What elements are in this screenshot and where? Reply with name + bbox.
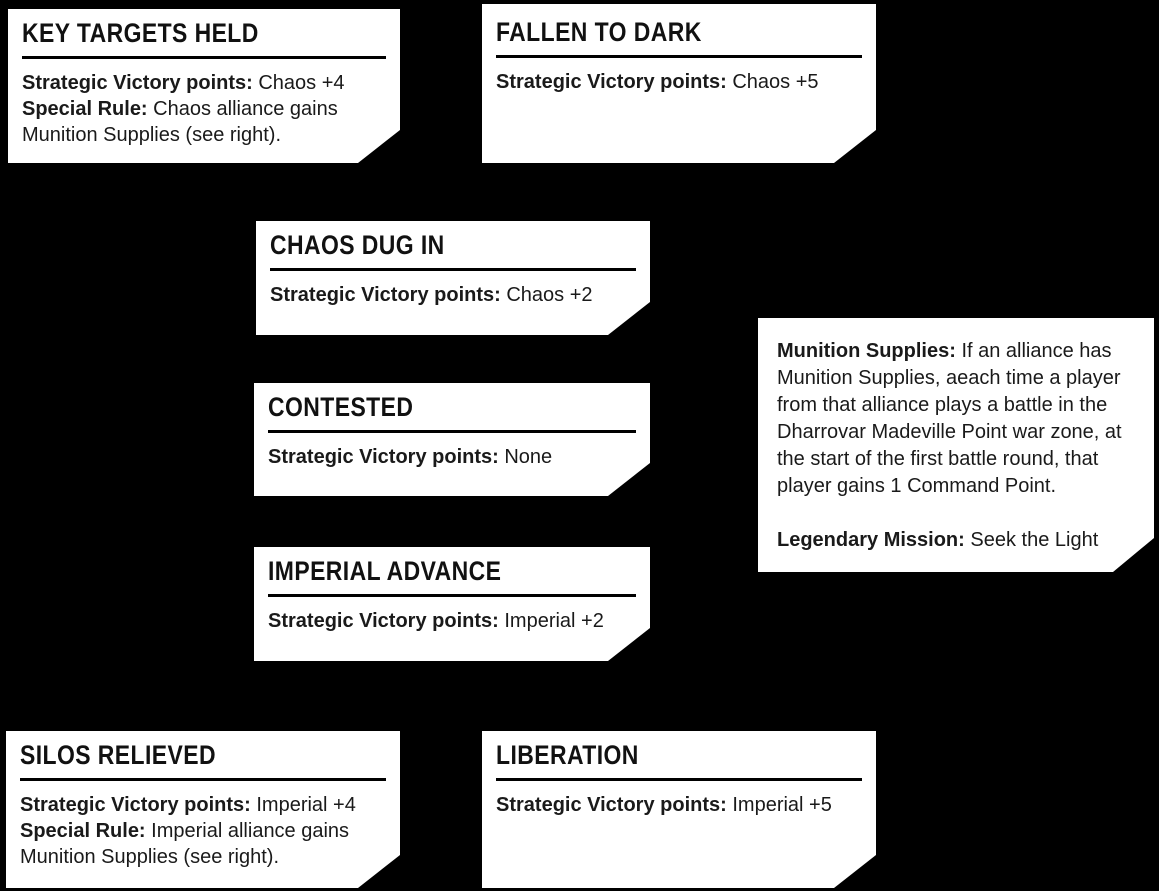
rule-label: Special Rule: (22, 98, 148, 120)
rule-value: Imperial +5 (732, 794, 832, 816)
card-title: IMPERIAL ADVANCE (268, 555, 637, 587)
title-underline (496, 55, 862, 58)
info-paragraph: Legendary Mission: Seek the Light (777, 527, 1136, 554)
rule-value: Chaos +5 (732, 71, 819, 93)
card-body: Strategic Victory points: Imperial +4 Sp… (20, 792, 387, 870)
rule-label: Strategic Victory points: (496, 794, 727, 816)
rule-line: Strategic Victory points: Imperial +4 (20, 792, 387, 818)
rule-value: None (504, 446, 553, 468)
info-value: Seek the Light (970, 529, 1099, 551)
card-body: Strategic Victory points: Imperial +5 (496, 792, 863, 818)
card-title: CONTESTED (268, 391, 637, 423)
rule-line: Strategic Victory points: Imperial +2 (268, 608, 637, 634)
title-underline (268, 430, 636, 433)
card-body: Strategic Victory points: Chaos +2 (270, 282, 637, 308)
card-key-targets-held: KEY TARGETS HELD Strategic Victory point… (8, 9, 400, 163)
rule-value: Imperial +4 (256, 794, 356, 816)
rule-value: Imperial +2 (504, 610, 604, 632)
info-label: Legendary Mission: (777, 529, 965, 551)
munition-supplies-info-box: Munition Supplies: If an alliance has Mu… (758, 318, 1154, 572)
card-title: SILOS RELIEVED (20, 739, 387, 771)
rule-line: Special Rule: Imperial alliance gains Mu… (20, 818, 387, 870)
rule-label: Special Rule: (20, 820, 146, 842)
rule-line: Strategic Victory points: Imperial +5 (496, 792, 863, 818)
card-liberation: LIBERATION Strategic Victory points: Imp… (482, 731, 876, 888)
card-fallen-to-dark: FALLEN TO DARK Strategic Victory points:… (482, 4, 876, 163)
card-body: Strategic Victory points: Chaos +4 Speci… (22, 70, 387, 148)
card-title-text: CONTESTED (268, 392, 414, 422)
rule-value: Chaos +2 (506, 284, 593, 306)
rule-value: Chaos alliance gains Munition Supplies (… (22, 98, 338, 146)
info-label: Munition Supplies: (777, 340, 956, 362)
rule-line: Strategic Victory points: Chaos +4 (22, 70, 387, 96)
rule-label: Strategic Victory points: (20, 794, 251, 816)
card-imperial-advance: IMPERIAL ADVANCE Strategic Victory point… (254, 547, 650, 661)
title-underline (268, 594, 636, 597)
card-body: Strategic Victory points: Chaos +5 (496, 69, 863, 95)
card-title: LIBERATION (496, 739, 863, 771)
card-body: Strategic Victory points: None (268, 444, 637, 470)
card-silos-relieved: SILOS RELIEVED Strategic Victory points:… (6, 731, 400, 888)
card-title: FALLEN TO DARK (496, 16, 863, 48)
card-title-text: KEY TARGETS HELD (22, 18, 259, 48)
info-value: If an alliance has Munition Supplies, ae… (777, 340, 1122, 497)
rule-value: Imperial alliance gains Munition Supplie… (20, 820, 350, 868)
rule-label: Strategic Victory points: (270, 284, 501, 306)
card-body: Strategic Victory points: Imperial +2 (268, 608, 637, 634)
title-underline (496, 778, 862, 781)
title-underline (22, 56, 386, 59)
rule-label: Strategic Victory points: (22, 72, 253, 94)
rule-value: Chaos +4 (258, 72, 345, 94)
rule-line: Strategic Victory points: Chaos +5 (496, 69, 863, 95)
card-title-text: SILOS RELIEVED (20, 740, 216, 770)
card-title-text: LIBERATION (496, 740, 639, 770)
card-title: KEY TARGETS HELD (22, 17, 387, 49)
card-title-text: FALLEN TO DARK (496, 17, 702, 47)
card-contested: CONTESTED Strategic Victory points: None (254, 383, 650, 496)
rule-line: Special Rule: Chaos alliance gains Munit… (22, 96, 387, 148)
title-underline (20, 778, 386, 781)
info-paragraph: Munition Supplies: If an alliance has Mu… (777, 338, 1136, 500)
rule-label: Strategic Victory points: (496, 71, 727, 93)
card-title-text: IMPERIAL ADVANCE (268, 556, 502, 586)
rule-line: Strategic Victory points: None (268, 444, 637, 470)
card-title: CHAOS DUG IN (270, 229, 637, 261)
rule-label: Strategic Victory points: (268, 446, 499, 468)
card-chaos-dug-in: CHAOS DUG IN Strategic Victory points: C… (256, 221, 650, 335)
card-title-text: CHAOS DUG IN (270, 230, 445, 260)
rule-line: Strategic Victory points: Chaos +2 (270, 282, 637, 308)
rule-label: Strategic Victory points: (268, 610, 499, 632)
title-underline (270, 268, 636, 271)
